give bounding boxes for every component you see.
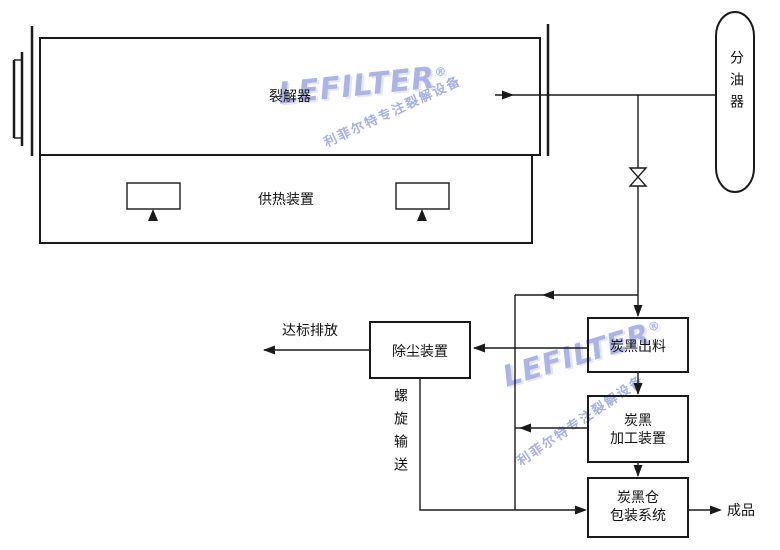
carbon-processing-label: 炭黑 加工装置: [588, 412, 688, 448]
arrowhead-right-into-packaging: [575, 505, 587, 515]
carbon-processing-box: [587, 395, 689, 463]
carbon-packaging-box: [587, 477, 689, 538]
arrowhead-down-into-discharge: [633, 305, 643, 317]
burner-left: [126, 182, 181, 210]
emission-label: 达标排放: [282, 323, 338, 339]
arrowhead-right-reactor-outlet: [502, 90, 514, 100]
carbon-processing-line2: 加工装置: [610, 431, 666, 447]
carbon-discharge-box: [587, 317, 689, 373]
separator-label: 分油器: [728, 50, 744, 116]
dust-removal-label: 除尘装置: [392, 344, 448, 360]
arrowhead-left-into-dust: [473, 343, 485, 353]
burner-flame-arrow-left: [148, 209, 158, 221]
carbon-discharge-label: 炭黑出料: [610, 339, 666, 355]
reactor-left-flange: [12, 52, 24, 146]
carbon-packaging-label: 炭黑仓 包装系统: [588, 489, 688, 525]
burner-flame-arrow-right: [417, 209, 427, 221]
carbon-packaging-line1: 炭黑仓: [617, 490, 659, 506]
screw-conveyor-label: 螺旋输送: [392, 388, 408, 480]
arrowhead-down-into-packaging: [633, 465, 643, 477]
arrowhead-left-processing-branch: [519, 423, 531, 433]
flow-line-screw-conveyor: [419, 378, 585, 511]
arrowhead-right-product: [710, 505, 722, 515]
burner-right: [395, 182, 450, 210]
oil-separator-vessel: [715, 11, 755, 193]
product-label: 成品: [727, 503, 755, 519]
dust-removal-box: [369, 321, 471, 379]
reactor-label: 裂解器: [269, 89, 311, 105]
arrowhead-down-into-processing: [633, 383, 643, 395]
arrowhead-left-branch: [542, 290, 554, 300]
carbon-processing-line1: 炭黑: [624, 413, 652, 429]
carbon-packaging-line2: 包装系统: [610, 508, 666, 524]
valve-icon: [628, 167, 648, 187]
arrowhead-left-emission: [263, 345, 275, 355]
heater-box: [39, 154, 533, 244]
heater-label: 供热装置: [258, 192, 314, 208]
